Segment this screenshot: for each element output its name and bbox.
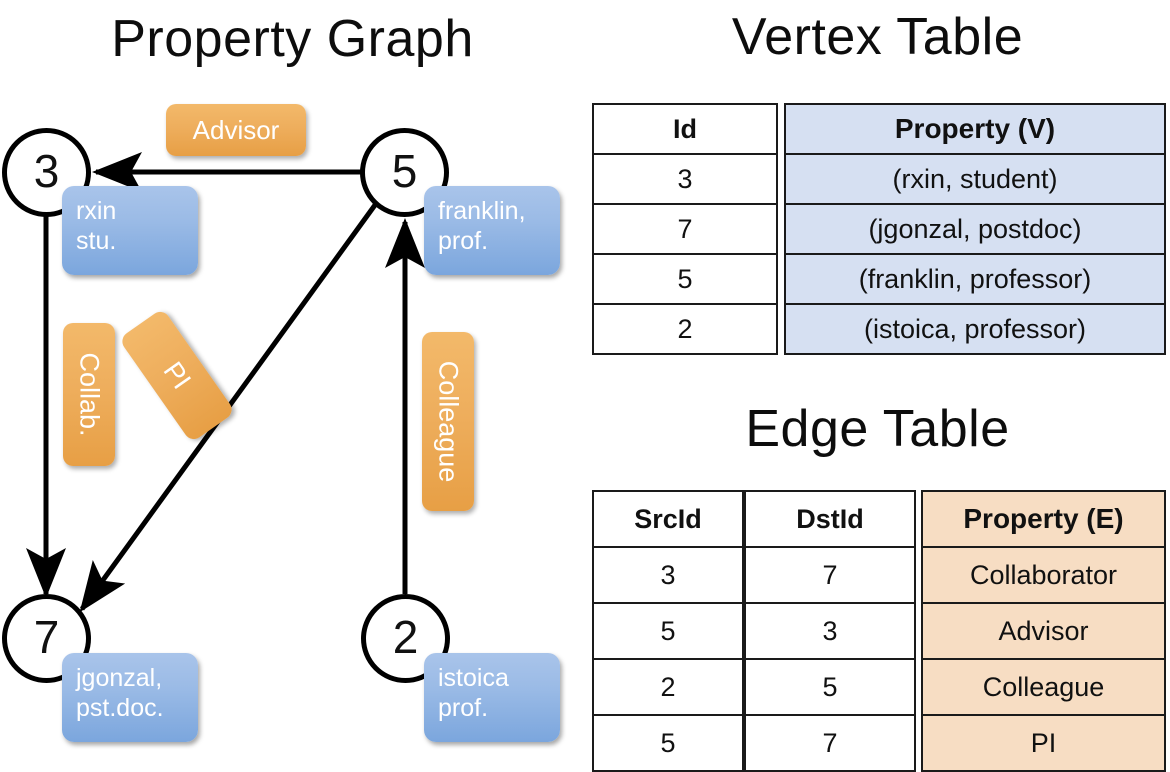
table-row[interactable]: Advisor [921,602,1166,660]
edge-table-cell-property: Colleague [921,658,1166,716]
vertex-table-id-column: Id 3 7 5 2 [592,103,778,355]
edge-table-header-dstid: DstId [744,490,916,548]
table-row[interactable]: 5 [744,658,916,716]
table-row[interactable]: (rxin, student) [784,153,1166,205]
table-row[interactable]: 5 [592,253,778,305]
edge-table-cell-dstid: 3 [744,602,916,660]
table-row[interactable]: 7 [744,546,916,604]
edge-label-pi-text: PI [157,356,198,395]
node-property-box-5-line1: franklin, [438,197,526,225]
edge-table-cell-srcid: 5 [592,714,744,772]
table-row[interactable]: 3 [592,546,744,604]
vertex-table-header-id: Id [592,103,778,155]
table-row[interactable]: Collaborator [921,546,1166,604]
table-row[interactable]: 2 [592,658,744,716]
node-property-box-7-line2: pst.doc. [76,694,164,722]
table-row[interactable]: 7 [744,714,916,772]
graph-node-2-label: 2 [392,611,419,663]
table-row[interactable]: (franklin, professor) [784,253,1166,305]
table-header-row: Property (V) [784,103,1166,155]
table-row[interactable]: 7 [592,203,778,255]
edge-label-collaborator[interactable]: Collab. [63,323,115,466]
edge-label-colleague[interactable]: Colleague [422,332,474,511]
vertex-table-cell-property: (franklin, professor) [784,253,1166,305]
vertex-table-cell-id: 5 [592,253,778,305]
edge-label-advisor[interactable]: Advisor [166,104,306,156]
node-property-box-2-line2: prof. [438,694,489,722]
table-row[interactable]: Colleague [921,658,1166,716]
node-property-box-3-line1: rxin [76,197,117,225]
edge-table-srcid-column: SrcId 3 5 2 5 [592,490,744,772]
edge-table-dstid-column: DstId 7 3 5 7 [744,490,916,772]
vertex-table-cell-property: (istoica, professor) [784,303,1166,355]
edge-table-header-srcid: SrcId [592,490,744,548]
table-row[interactable]: 2 [592,303,778,355]
table-header-row: Id [592,103,778,155]
graph-node-5-label: 5 [391,145,418,197]
edge-table-property-column: Property (E) Collaborator Advisor Collea… [921,490,1166,772]
table-header-row: SrcId [592,490,744,548]
table-row[interactable]: 3 [744,602,916,660]
edge-label-collaborator-text: Collab. [74,352,105,437]
edge-table-cell-dstid: 7 [744,714,916,772]
graph-node-3-label: 3 [33,145,60,197]
vertex-table-cell-property: (rxin, student) [784,153,1166,205]
node-property-box-2[interactable]: istoica prof. [424,653,560,742]
property-graph-title: Property Graph [111,10,474,68]
table-row[interactable]: 5 [592,714,744,772]
vertex-table-title: Vertex Table [731,8,1024,66]
edge-label-colleague-text: Colleague [433,360,464,483]
graph-node-7-label: 7 [33,611,60,663]
node-property-box-5-line2: prof. [438,227,489,255]
vertex-table-header-property: Property (V) [784,103,1166,155]
graph-node-5[interactable]: 5 [360,128,449,217]
table-header-row: Property (E) [921,490,1166,548]
node-property-box-2-line1: istoica [438,664,509,692]
table-header-row: DstId [744,490,916,548]
edge-table-cell-srcid: 2 [592,658,744,716]
node-property-box-5[interactable]: franklin, prof. [424,186,560,275]
edge-table-header-property: Property (E) [921,490,1166,548]
edge-table-cell-property: Collaborator [921,546,1166,604]
table-row[interactable]: 5 [592,602,744,660]
graph-node-2[interactable]: 2 [361,594,450,683]
node-property-box-7[interactable]: jgonzal, pst.doc. [62,653,198,742]
table-row[interactable]: PI [921,714,1166,772]
vertex-table-cell-id: 2 [592,303,778,355]
node-property-box-3-line2: stu. [76,227,117,255]
edge-table-title: Edge Table [745,400,1010,458]
table-row[interactable]: (jgonzal, postdoc) [784,203,1166,255]
edge-table-cell-srcid: 5 [592,602,744,660]
edge-label-advisor-text: Advisor [192,114,280,145]
edge-table-cell-srcid: 3 [592,546,744,604]
vertex-table-cell-id: 7 [592,203,778,255]
node-property-box-3[interactable]: rxin stu. [62,186,198,275]
edge-table-cell-property: Advisor [921,602,1166,660]
node-property-box-7-line1: jgonzal, [76,664,163,692]
table-row[interactable]: 3 [592,153,778,205]
vertex-table-property-column: Property (V) (rxin, student) (jgonzal, p… [784,103,1166,355]
vertex-table-cell-id: 3 [592,153,778,205]
vertex-table-cell-property: (jgonzal, postdoc) [784,203,1166,255]
edge-table-cell-dstid: 5 [744,658,916,716]
edge-table-cell-dstid: 7 [744,546,916,604]
edge-table-cell-property: PI [921,714,1166,772]
table-row[interactable]: (istoica, professor) [784,303,1166,355]
